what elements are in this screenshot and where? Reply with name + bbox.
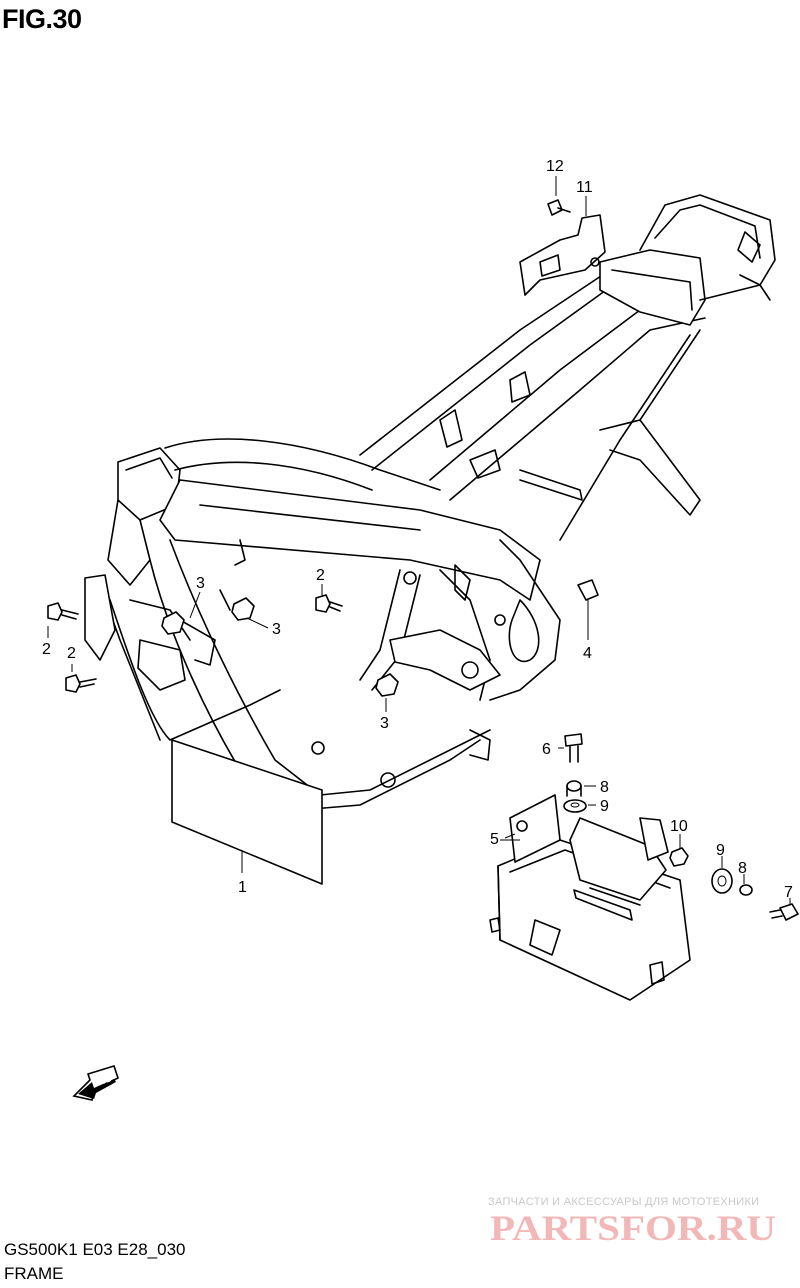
- callout-9: 9: [600, 798, 609, 815]
- part-7-screw: [769, 903, 799, 921]
- callout-6: 6: [542, 741, 551, 758]
- part-5-battery-case: [489, 794, 691, 1001]
- callout-labels: 1 2 2 2 3 3 3 4 5 6 7 8 8 9 9 10 11 12: [42, 158, 793, 901]
- part-8-collars: [566, 780, 753, 896]
- callout-11: 11: [576, 179, 593, 196]
- callout-10: 10: [670, 818, 688, 835]
- main-frame: [84, 194, 776, 885]
- footer-model-code: GS500K1 E03 E28_030: [4, 1240, 186, 1259]
- callout-3: 3: [272, 621, 281, 638]
- callout-12: 12: [546, 158, 564, 175]
- callout-7: 7: [784, 884, 793, 901]
- part-3-nuts: [161, 597, 399, 697]
- part-10-nut: [669, 847, 689, 867]
- callout-8: 8: [738, 860, 747, 877]
- part-12-bolt: [547, 199, 571, 216]
- callout-2: 2: [316, 567, 325, 584]
- callout-3: 3: [196, 575, 205, 592]
- callout-2: 2: [67, 645, 76, 662]
- part-6-bolt: [564, 733, 583, 763]
- watermark-tagline: ЗАПЧАСТИ И АКСЕССУАРЫ ДЛЯ МОТОТЕХНИКИ: [488, 1196, 760, 1208]
- part-9-grommets: [563, 799, 733, 894]
- watermark-logo: PARTSFOR.RU: [490, 1208, 776, 1248]
- part-2-bolts: [47, 594, 343, 693]
- figure-title: FIG.30: [2, 4, 82, 34]
- callout-2: 2: [42, 641, 51, 658]
- watermark-brand: PARTSFOR.RU: [490, 1208, 776, 1248]
- callout-8: 8: [600, 779, 609, 796]
- footer-section-name: FRAME: [4, 1264, 64, 1283]
- fwd-arrow-icon: FWD: [72, 1065, 119, 1101]
- callout-3: 3: [380, 715, 389, 732]
- callout-4: 4: [583, 645, 592, 662]
- callout-5: 5: [490, 831, 499, 848]
- part-11-bracket: [519, 214, 606, 296]
- leader-lines: [47, 176, 791, 904]
- part-4-plug: [577, 579, 599, 640]
- callout-9: 9: [716, 842, 725, 859]
- callout-1: 1: [238, 879, 247, 896]
